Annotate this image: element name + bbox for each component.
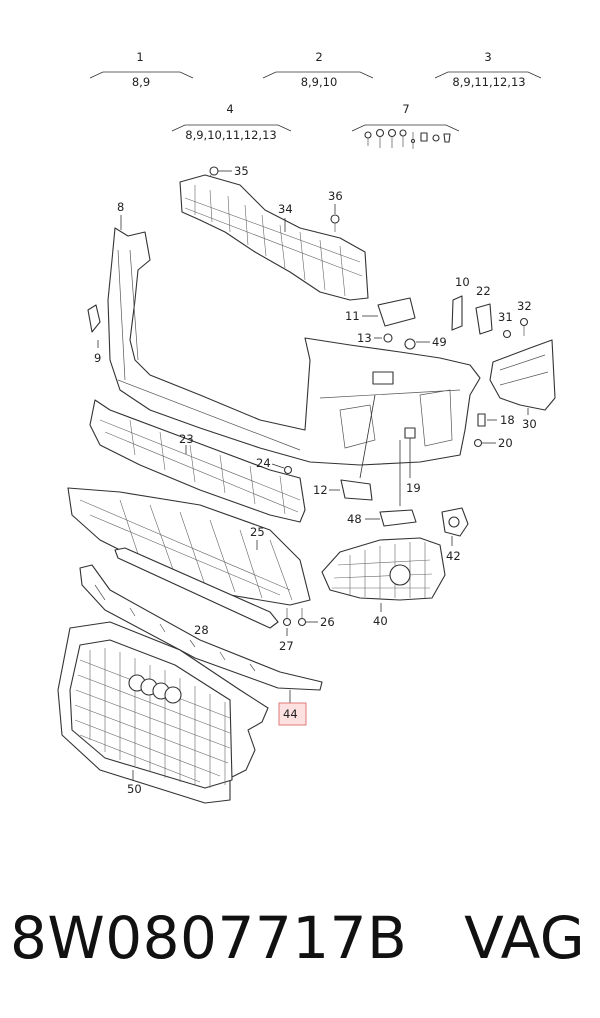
brand-rings-logo (128, 674, 182, 704)
caption-spacer (407, 904, 464, 972)
part-35-screw: 35 (205, 164, 249, 184)
group-number: 1 (136, 50, 143, 64)
callout-27: 27 (279, 639, 294, 653)
callout-40: 40 (373, 614, 388, 628)
part-12-cover: 12 (313, 394, 376, 501)
callout-8: 8 (117, 200, 124, 214)
group-header-4: 4 8,9,10,11,12,13 (171, 102, 292, 142)
part-34-bracket: 34 (179, 174, 369, 301)
group-number: 7 (402, 102, 409, 116)
part-42-sensor: 42 (441, 507, 469, 563)
part-22-holder: 22 (475, 284, 493, 335)
callout-32: 32 (517, 299, 532, 313)
group-header-1: 1 8,9 (89, 50, 194, 89)
callout-24: 24 (256, 456, 271, 470)
part-36-clip: 36 (328, 189, 343, 232)
group-refs: 8,9,11,12,13 (452, 75, 525, 89)
part-13-clip: 13 (357, 331, 393, 345)
fastener-set-icon (364, 128, 451, 149)
callout-10: 10 (455, 275, 470, 289)
group-header-7: 7 (351, 102, 460, 149)
group-refs: 8,9,10,11,12,13 (185, 128, 276, 142)
part-30-bracket: 30 (489, 339, 556, 431)
part-25-undertray: 25 (67, 487, 311, 606)
part-19-holder: 19 (404, 427, 421, 495)
callout-20: 20 (498, 436, 513, 450)
part-31-bolt: 31 (498, 310, 513, 339)
callout-44-highlight (278, 702, 307, 726)
part-number: 8W0807717B (10, 904, 408, 972)
group-refs: 8,9,10 (301, 75, 338, 89)
group-number: 4 (226, 102, 233, 116)
callout-44: 44 (283, 707, 298, 721)
callout-36: 36 (328, 189, 343, 203)
brand-label: VAG (464, 904, 586, 972)
part-48-sensor: 48 (347, 440, 417, 527)
callout-25: 25 (250, 525, 265, 539)
part-27-screw: 27 (279, 608, 294, 653)
callout-18: 18 (500, 413, 515, 427)
group-refs: 8,9 (132, 75, 150, 89)
callout-50: 50 (127, 782, 142, 796)
part-9-bracket: 9 (87, 304, 101, 365)
callout-31: 31 (498, 310, 513, 324)
group-number: 2 (315, 50, 322, 64)
callout-35: 35 (234, 164, 249, 178)
part-11-cover: 11 (345, 297, 416, 327)
callout-23: 23 (179, 432, 194, 446)
callout-48: 48 (347, 512, 362, 526)
part-18-clip: 18 (477, 413, 515, 427)
part-32-screw: 32 (517, 299, 532, 336)
callout-28: 28 (194, 623, 209, 637)
callout-30: 30 (522, 417, 537, 431)
group-header-3: 3 8,9,11,12,13 (434, 50, 542, 89)
part-44-trim-strip: 44 (79, 564, 323, 726)
callout-49: 49 (432, 335, 447, 349)
part-number-caption: 8W0807717B VAG (10, 898, 590, 978)
part-24-screw: 24 (256, 456, 293, 475)
callout-34: 34 (278, 202, 293, 216)
callout-12: 12 (313, 483, 328, 497)
callout-26: 26 (320, 615, 335, 629)
callout-11: 11 (345, 309, 360, 323)
callout-22: 22 (476, 284, 491, 298)
part-50-front-grille: 50 (57, 621, 269, 804)
callout-42: 42 (446, 549, 461, 563)
callout-13: 13 (357, 331, 372, 345)
group-header-2: 2 8,9,10 (262, 50, 374, 89)
part-23-reinforcement: 23 (89, 399, 306, 523)
group-number: 3 (484, 50, 491, 64)
part-28-trim-strip: 28 (114, 547, 279, 637)
part-8-bumper-cover: 8 (107, 200, 481, 466)
callout-19: 19 (406, 481, 421, 495)
callout-9: 9 (94, 351, 101, 365)
part-49-nut: 49 (404, 335, 447, 350)
part-26-screw: 26 (297, 608, 335, 629)
part-10-insert: 10 (451, 275, 470, 331)
part-20-screw: 20 (473, 436, 513, 450)
part-40-side-grille: 40 (321, 537, 446, 628)
